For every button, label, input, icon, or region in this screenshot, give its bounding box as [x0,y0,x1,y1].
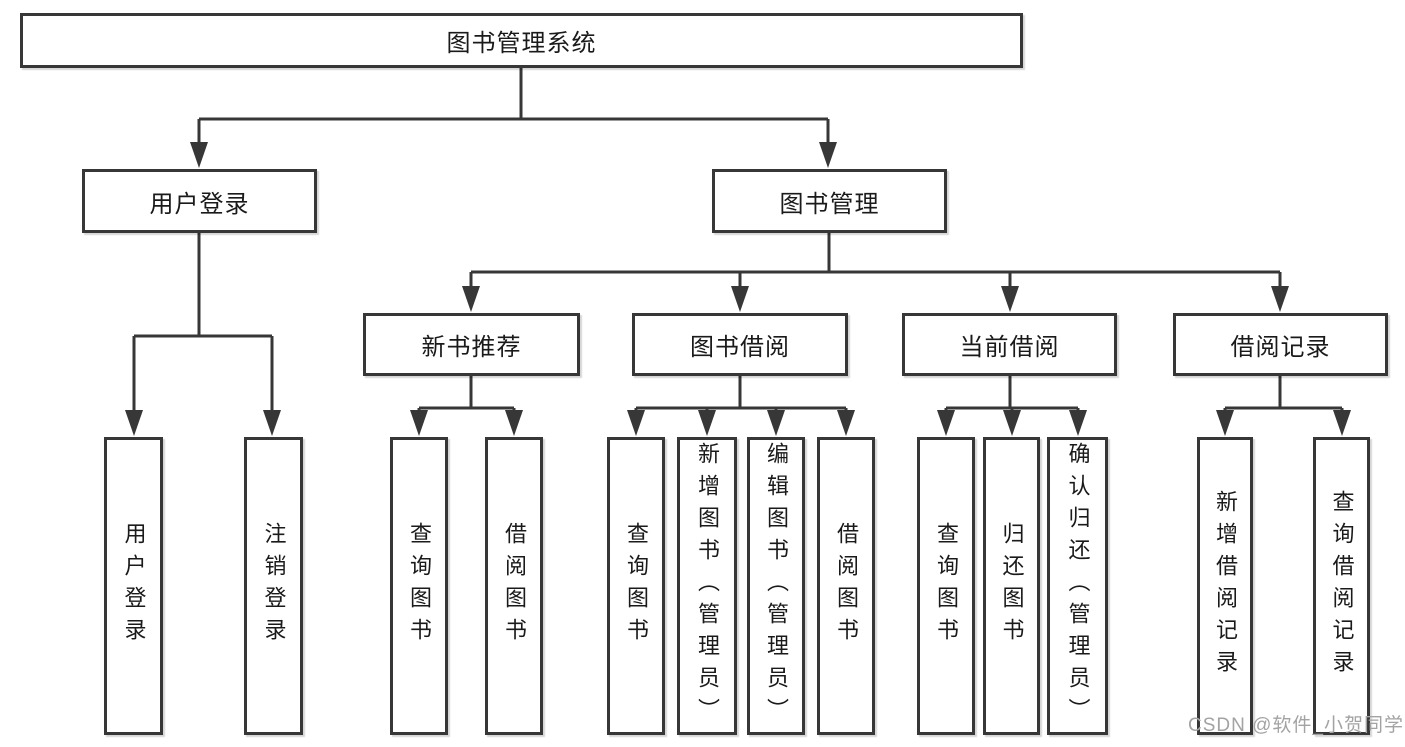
arrowhead [837,410,855,436]
leaf-query-borrow-record: 查询借阅记录 [1313,437,1370,735]
leaf-label: 新增图书（管理员） [695,442,720,730]
leaf-edit-books-admin: 编辑图书（管理员） [747,437,805,735]
arrowhead [819,142,837,168]
node-book-borrowing: 图书借阅 [632,313,848,376]
node-label: 当前借阅 [959,334,1060,361]
arrowhead [1271,286,1289,312]
arrowhead [410,410,428,436]
node-borrowing-records: 借阅记录 [1173,313,1388,376]
leaf-label: 归还图书 [999,522,1025,650]
node-label: 借阅记录 [1230,334,1331,361]
arrowhead [1001,286,1019,312]
arrowhead [1003,410,1021,436]
node-label: 新书推荐 [421,334,522,361]
arrowhead [731,286,749,312]
leaf-label: 查询图书 [407,522,432,650]
arrowhead [190,142,208,168]
arrowhead [1216,410,1234,436]
leaf-label: 查询图书 [934,522,959,650]
arrowhead [1069,410,1087,436]
leaf-label: 编辑图书（管理员） [764,442,789,730]
leaf-label: 借阅图书 [834,522,859,650]
node-label: 图书借阅 [690,334,790,361]
leaf-label: 查询图书 [624,522,649,650]
arrowhead [1333,410,1351,436]
leaf-query-books: 查询图书 [917,437,975,735]
leaf-confirm-return-admin: 确认归还（管理员） [1047,437,1108,735]
arrowhead [505,410,523,436]
arrowhead [263,410,281,436]
leaf-user-login: 用户登录 [104,437,163,735]
node-user-login: 用户登录 [82,169,317,233]
node-current-borrowing: 当前借阅 [902,313,1117,376]
leaf-borrow-books: 借阅图书 [485,437,543,735]
leaf-return-books: 归还图书 [983,437,1040,735]
leaf-label: 新增借阅记录 [1213,490,1238,682]
node-label: 图书管理系统 [446,30,597,57]
leaf-label: 注销登录 [261,522,287,650]
leaf-label: 查询借阅记录 [1329,490,1355,682]
node-book-management: 图书管理 [712,169,947,233]
node-label: 图书管理 [779,190,880,218]
node-new-book-recommendation: 新书推荐 [363,313,580,376]
arrowhead [767,410,785,436]
watermark: CSDN @软件_小贺同学 [1188,715,1404,736]
leaf-query-books: 查询图书 [390,437,448,735]
leaf-label: 用户登录 [121,522,147,650]
leaf-borrow-books: 借阅图书 [817,437,875,735]
node-label: 用户登录 [149,190,250,218]
leaf-label: 确认归还（管理员） [1065,442,1091,730]
leaf-label: 借阅图书 [502,522,527,650]
arrowhead [462,286,480,312]
arrowhead [627,410,645,436]
leaf-add-borrow-record: 新增借阅记录 [1197,437,1253,735]
arrowhead [125,410,143,436]
leaf-add-books-admin: 新增图书（管理员） [677,437,737,735]
node-library-management-system: 图书管理系统 [20,13,1023,68]
leaf-logout: 注销登录 [244,437,303,735]
arrowhead [937,410,955,436]
leaf-query-books: 查询图书 [607,437,665,735]
arrowhead [698,410,716,436]
